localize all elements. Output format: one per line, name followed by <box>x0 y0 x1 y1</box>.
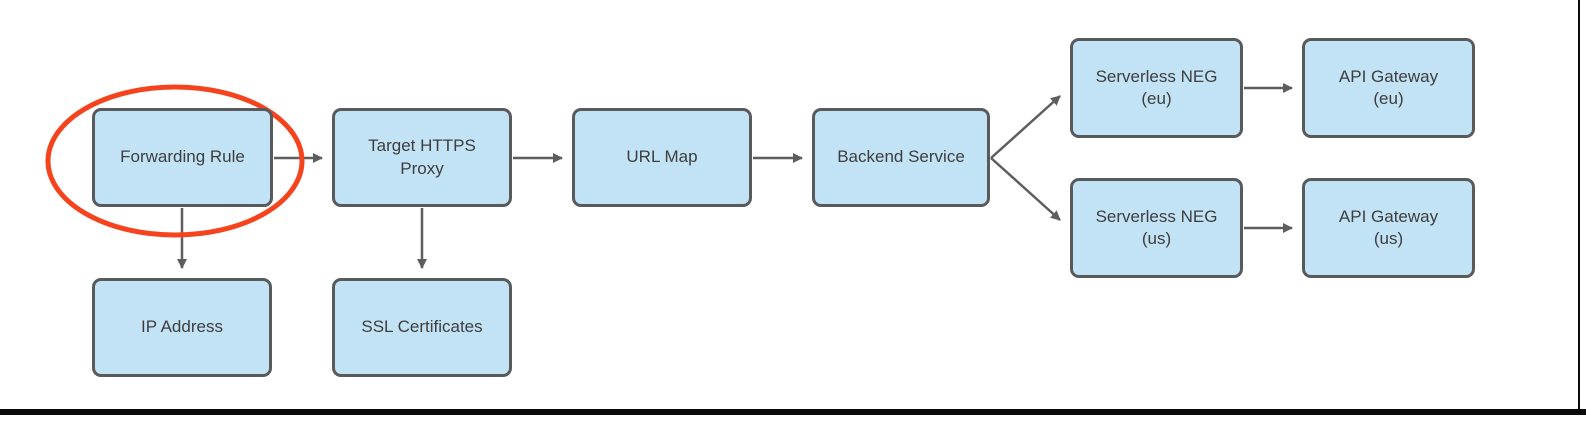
arrow-backend-to-neg-us <box>990 157 1061 221</box>
node-label: Backend Service <box>837 147 965 167</box>
node-label: SSL Certificates <box>361 317 483 337</box>
window-right-edge <box>1578 0 1580 415</box>
node-target-https-proxy: Target HTTPS Proxy <box>332 108 512 207</box>
node-label: IP Address <box>141 317 223 337</box>
arrow-backend-to-neg-eu <box>990 95 1061 159</box>
node-label: Serverless NEG (eu) <box>1095 66 1218 108</box>
node-ssl-certificates: SSL Certificates <box>332 278 512 377</box>
node-serverless-neg-eu: Serverless NEG (eu) <box>1070 38 1243 138</box>
node-ip-address: IP Address <box>92 278 272 377</box>
node-label: Forwarding Rule <box>120 147 245 167</box>
node-label: Serverless NEG (us) <box>1095 206 1218 248</box>
node-api-gateway-us: API Gateway (us) <box>1302 178 1475 278</box>
node-label: API Gateway (us) <box>1338 206 1439 248</box>
window-bottom-edge <box>0 409 1586 415</box>
node-forwarding-rule: Forwarding Rule <box>92 108 273 207</box>
node-serverless-neg-us: Serverless NEG (us) <box>1070 178 1243 278</box>
node-label: URL Map <box>626 147 698 167</box>
node-label: API Gateway (eu) <box>1338 66 1439 108</box>
node-url-map: URL Map <box>572 108 752 207</box>
node-backend-service: Backend Service <box>812 108 990 207</box>
node-label: Target HTTPS Proxy <box>368 136 476 178</box>
node-api-gateway-eu: API Gateway (eu) <box>1302 38 1475 138</box>
